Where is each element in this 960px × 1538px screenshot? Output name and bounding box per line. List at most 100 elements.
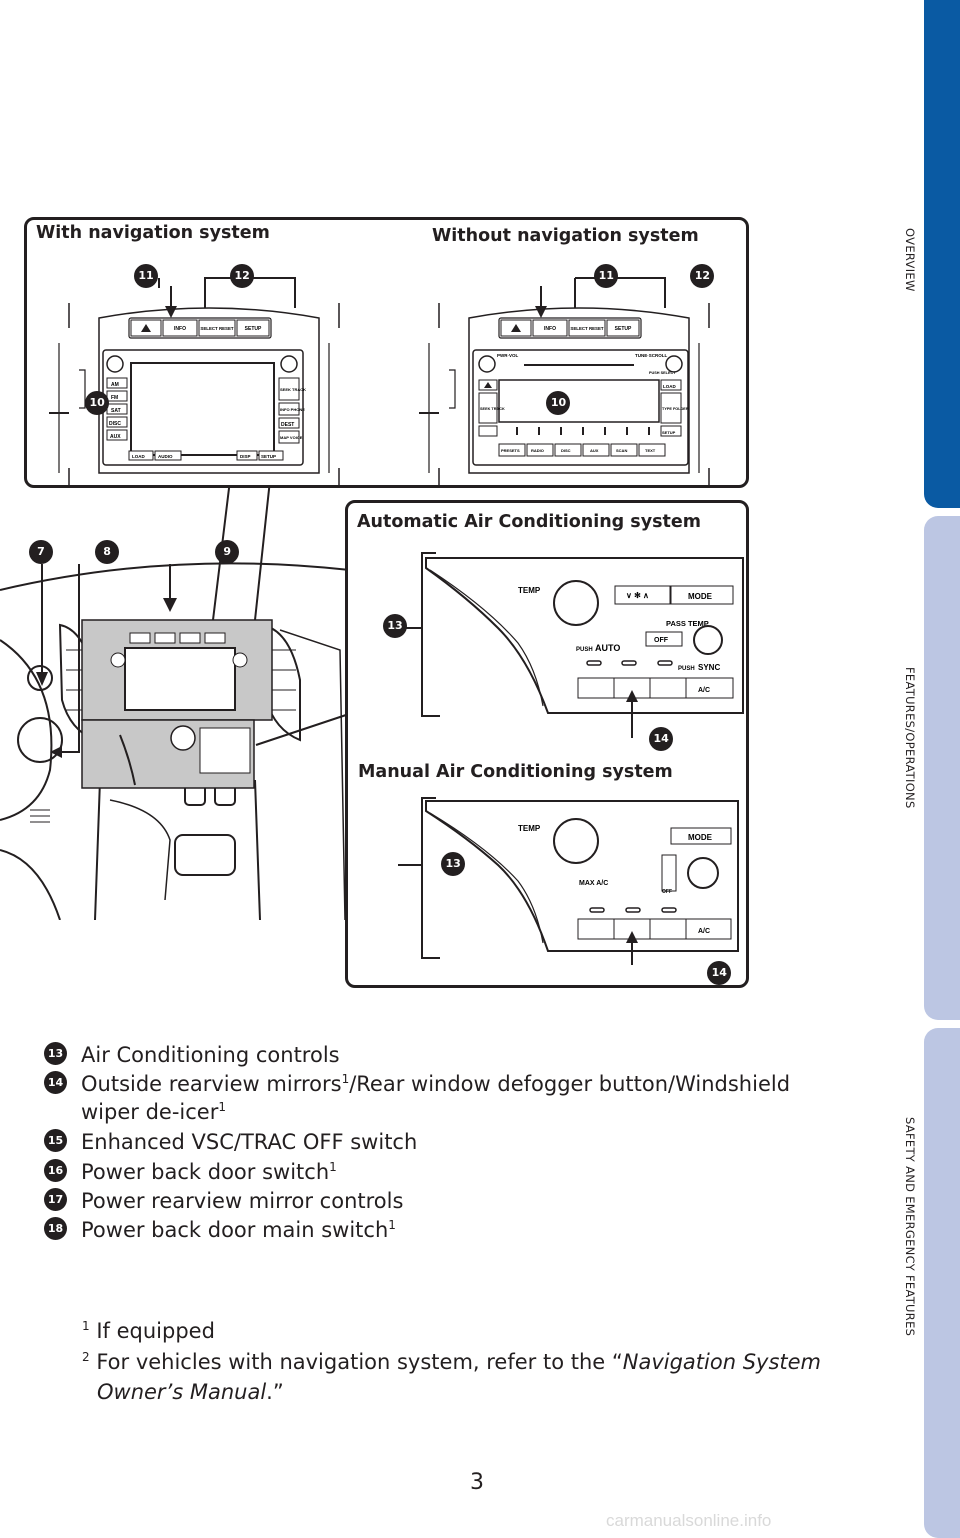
legend-item-13: 13 Air Conditioning controls	[44, 1040, 340, 1069]
legend-badge-13: 13	[44, 1041, 67, 1065]
nav-seek-label: SEEK TRACK	[280, 387, 306, 392]
disc-label: DISC	[561, 448, 571, 453]
tab-features-label[interactable]: FEATURES/OPERATIONS	[903, 667, 917, 809]
dashboard-figure: 7 8 9 With navigation system Without nav…	[0, 0, 960, 988]
audio-info-label: INFO	[544, 326, 556, 332]
aux-label: AUX	[590, 448, 599, 453]
legend-text-14-line2: wiper de-icer	[81, 1100, 219, 1124]
footnote-2-line2-end: .”	[266, 1380, 284, 1404]
push-sync-prefix: PUSH	[678, 666, 695, 672]
text-label: TEXT	[645, 448, 656, 453]
nav-dest-label: DEST	[281, 422, 294, 428]
nav-audio-label: AUDIO	[158, 454, 173, 459]
nav-select-reset-label: SELECT RESET	[200, 326, 233, 331]
legend-text-18: Power back door main switch	[81, 1218, 389, 1242]
nav-am-label: AM	[111, 382, 119, 388]
audio-setup-label: SETUP	[662, 430, 676, 435]
tab-safety-marker[interactable]	[924, 1028, 960, 1538]
audio-head-unit: INFO SELECT RESET SETUP PWR·VOL TUNE·SCR…	[419, 277, 710, 486]
auto-ac-label: A/C	[698, 687, 710, 694]
legend-item-17: 17 Power rearview mirror controls	[44, 1186, 403, 1215]
auto-ac-controls: TEMP ∨ ✻ ∧ MODE PASS TEMP OFF PUSH AUTO …	[398, 552, 744, 738]
push-select-label: PUSH SELECT	[649, 371, 676, 375]
nav-disp-label: DISP	[240, 454, 251, 459]
manual-ac-heading: Manual Air Conditioning system	[358, 762, 673, 782]
footnote-1: 1 If equipped	[82, 1316, 215, 1346]
nav-fm-label: FM	[111, 395, 118, 401]
tab-overview-marker[interactable]	[924, 0, 960, 508]
legend-text-17: Power rearview mirror controls	[81, 1189, 404, 1213]
legend-text-15: Enhanced VSC/TRAC OFF switch	[81, 1130, 418, 1154]
nav-disc-label: DISC	[109, 421, 121, 427]
footnote-2: 2 For vehicles with navigation system, r…	[82, 1347, 821, 1377]
auto-label: AUTO	[595, 643, 620, 653]
tab-safety-label[interactable]: SAFETY AND EMERGENCY FEATURES	[903, 1117, 917, 1337]
footnote-2-text: For vehicles with navigation system, ref…	[96, 1350, 623, 1374]
with-nav-heading: With navigation system	[36, 223, 270, 243]
legend-item-16: 16 Power back door switch1	[44, 1157, 337, 1186]
nav-info-phone-label: INFO PHONE	[280, 407, 305, 412]
auto-off-label: OFF	[654, 637, 669, 644]
tune-scroll-label: TUNE·SCROLL	[635, 353, 667, 358]
callout-12-audio: 12	[690, 264, 715, 288]
callout-12-nav: 12	[230, 264, 255, 288]
manual-ac-label: A/C	[698, 928, 710, 935]
legend-badge-15: 15	[44, 1128, 67, 1152]
legend-badge-16: 16	[44, 1158, 67, 1182]
manual-off-label: OFF	[662, 889, 672, 895]
footnote-2-marker: 2	[82, 1350, 90, 1364]
pwr-vol-label: PWR·VOL	[497, 353, 518, 358]
callout-13-manual: 13	[441, 852, 466, 876]
legend-text-16: Power back door switch	[81, 1160, 330, 1184]
ac-panel: Automatic Air Conditioning system Manual…	[345, 500, 749, 988]
callout-8: 8	[95, 540, 120, 564]
auto-ac-heading: Automatic Air Conditioning system	[357, 512, 702, 532]
load-label: LOAD	[663, 384, 676, 389]
legend-text-13: Air Conditioning controls	[81, 1043, 340, 1067]
manual-ac-controls: TEMP MODE MAX A/C OFF A/C	[398, 797, 739, 965]
pass-temp-label: PASS TEMP	[666, 619, 709, 628]
nav-load-label: LOAD	[132, 454, 145, 459]
callout-11-audio: 11	[594, 264, 619, 288]
watermark: carmanualsonline.info	[606, 1511, 772, 1530]
footnote-1-marker: 1	[82, 1319, 90, 1333]
legend-text-14: Outside rearview mirrors	[81, 1072, 342, 1096]
footnote-2-line2: Owner’s Manual.”	[97, 1377, 284, 1407]
legend-item-14-line2: wiper de-icer1	[81, 1098, 226, 1126]
nav-setup-label: SETUP	[245, 326, 262, 332]
legend-sup-14: 1	[341, 1072, 350, 1086]
nav-bottom-setup-label: SETUP	[261, 454, 276, 459]
without-nav-heading: Without navigation system	[432, 226, 699, 246]
sync-label: SYNC	[698, 663, 720, 672]
dashboard-callouts	[36, 564, 177, 758]
nav-sat-label: SAT	[111, 408, 121, 414]
nav-map-label: MAP VOICE	[280, 435, 303, 440]
nav-info-label: INFO	[174, 326, 186, 332]
scan-label: SCAN	[616, 448, 627, 453]
legend-badge-14: 14	[44, 1070, 67, 1094]
manual-temp-label: TEMP	[518, 824, 541, 833]
page-number: 3	[470, 1470, 484, 1495]
auto-mode-label: MODE	[688, 592, 713, 601]
footnote-2-italic: Navigation System	[622, 1350, 822, 1374]
type-folder-label: TYPE FOLDER	[662, 407, 689, 411]
legend-item-15: 15 Enhanced VSC/TRAC OFF switch	[44, 1127, 417, 1156]
callout-9: 9	[215, 540, 240, 564]
tab-overview-label[interactable]: OVERVIEW	[903, 228, 917, 292]
max-ac-label: MAX A/C	[579, 880, 608, 887]
callout-10-audio: 10	[546, 391, 571, 415]
legend-badge-17: 17	[44, 1187, 67, 1211]
callout-14-auto: 14	[649, 727, 674, 751]
legend-badge-18: 18	[44, 1216, 67, 1240]
footnote-2-line2-italic: Owner’s Manual	[97, 1380, 267, 1404]
nav-aux-label: AUX	[110, 434, 121, 440]
audio-select-reset-label: SELECT RESET	[570, 326, 603, 331]
legend-sup-16: 1	[329, 1160, 337, 1174]
nav-head-unit: INFO SELECT RESET SETUP AM FM SAT DISC A…	[49, 277, 340, 486]
callout-13-auto: 13	[383, 614, 407, 638]
seek-track-label: SEEK TRACK	[480, 407, 505, 411]
legend-sup-14-line2: 1	[218, 1100, 226, 1114]
tab-features-marker[interactable]	[924, 516, 960, 1020]
manual-mode-label: MODE	[688, 833, 713, 842]
